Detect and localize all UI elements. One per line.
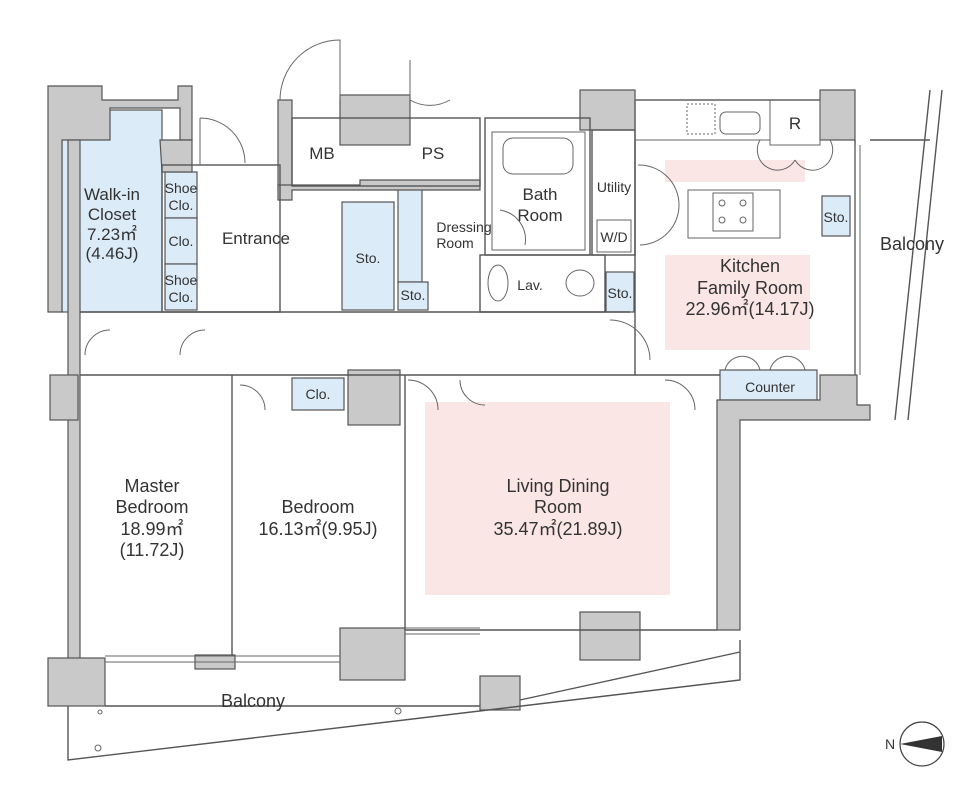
master-l2: Bedroom xyxy=(115,497,188,517)
bath-l2: Room xyxy=(517,206,562,225)
walls xyxy=(47,85,871,711)
walkin-area: 7.23㎡ xyxy=(87,225,137,244)
ps-label: PS xyxy=(422,144,445,163)
storage-hall xyxy=(341,201,395,311)
dressing-l1: Dressing xyxy=(436,219,491,235)
master-l1: Master xyxy=(124,476,179,496)
balcony-east-label: Balcony xyxy=(880,234,944,254)
master-jo: (11.72J) xyxy=(120,540,185,560)
mb-label: MB xyxy=(309,144,335,163)
living-l1: Living Dining xyxy=(506,476,609,496)
bedroom-closet xyxy=(291,377,345,411)
kitchen-highlight-top xyxy=(665,160,805,182)
bedroom-l1: Bedroom xyxy=(281,497,354,517)
kitchen-area: 22.96㎡(14.17J) xyxy=(685,298,814,319)
walkin-jo: (4.46J) xyxy=(86,244,139,263)
balcony-south-label: Balcony xyxy=(221,691,285,711)
shoe-clo-1-l1: Shoe xyxy=(165,180,198,196)
utility-label: Utility xyxy=(597,179,631,195)
shoe-closet-2 xyxy=(164,263,198,311)
bedroom-clo-label: Clo. xyxy=(306,386,331,402)
shoe-clo-1-l2: Clo. xyxy=(169,197,194,213)
bedroom-area: 16.13㎡(9.95J) xyxy=(258,518,377,539)
lav-label: Lav. xyxy=(517,277,542,293)
walkin-label-2: Closet xyxy=(88,205,136,224)
wd-label: W/D xyxy=(600,229,627,245)
walkin-label-1: Walk-in xyxy=(84,185,140,204)
master-area: 18.99㎡ xyxy=(120,518,183,539)
bath-l1: Bath xyxy=(523,185,558,204)
dressing-l2: Room xyxy=(436,235,473,251)
clo-label: Clo. xyxy=(169,233,194,249)
kitchen-l2: Family Room xyxy=(697,278,803,298)
closet-entrance xyxy=(164,217,198,265)
shoe-clo-2-l1: Shoe xyxy=(165,272,198,288)
storage-kitchen xyxy=(821,195,851,237)
shoe-clo-2-l2: Clo. xyxy=(169,289,194,305)
dressing-shelf xyxy=(397,181,423,283)
kitchen-l1: Kitchen xyxy=(720,256,780,276)
counter-label: Counter xyxy=(745,379,795,395)
partitions xyxy=(67,39,943,761)
kitchen-highlight xyxy=(665,255,810,350)
sto-hall-label: Sto. xyxy=(356,250,381,266)
sto-kitchen-label: Sto. xyxy=(824,209,849,225)
compass-north-label: N xyxy=(885,736,895,752)
sto-lav-label: Sto. xyxy=(608,285,633,301)
living-highlight xyxy=(425,402,670,595)
shoe-closet-1 xyxy=(164,171,198,219)
storage-dressing xyxy=(397,281,429,311)
storage-lav xyxy=(605,271,635,313)
living-l2: Room xyxy=(534,497,582,517)
sto-dressing-label: Sto. xyxy=(401,287,426,303)
living-area: 35.47㎡(21.89J) xyxy=(493,518,622,539)
entrance-label: Entrance xyxy=(222,229,290,248)
room-labels: Walk-in Closet 7.23㎡ (4.46J) Shoe Clo. C… xyxy=(84,114,944,711)
compass-icon: N xyxy=(885,721,945,767)
refrigerator-label: R xyxy=(789,114,801,133)
